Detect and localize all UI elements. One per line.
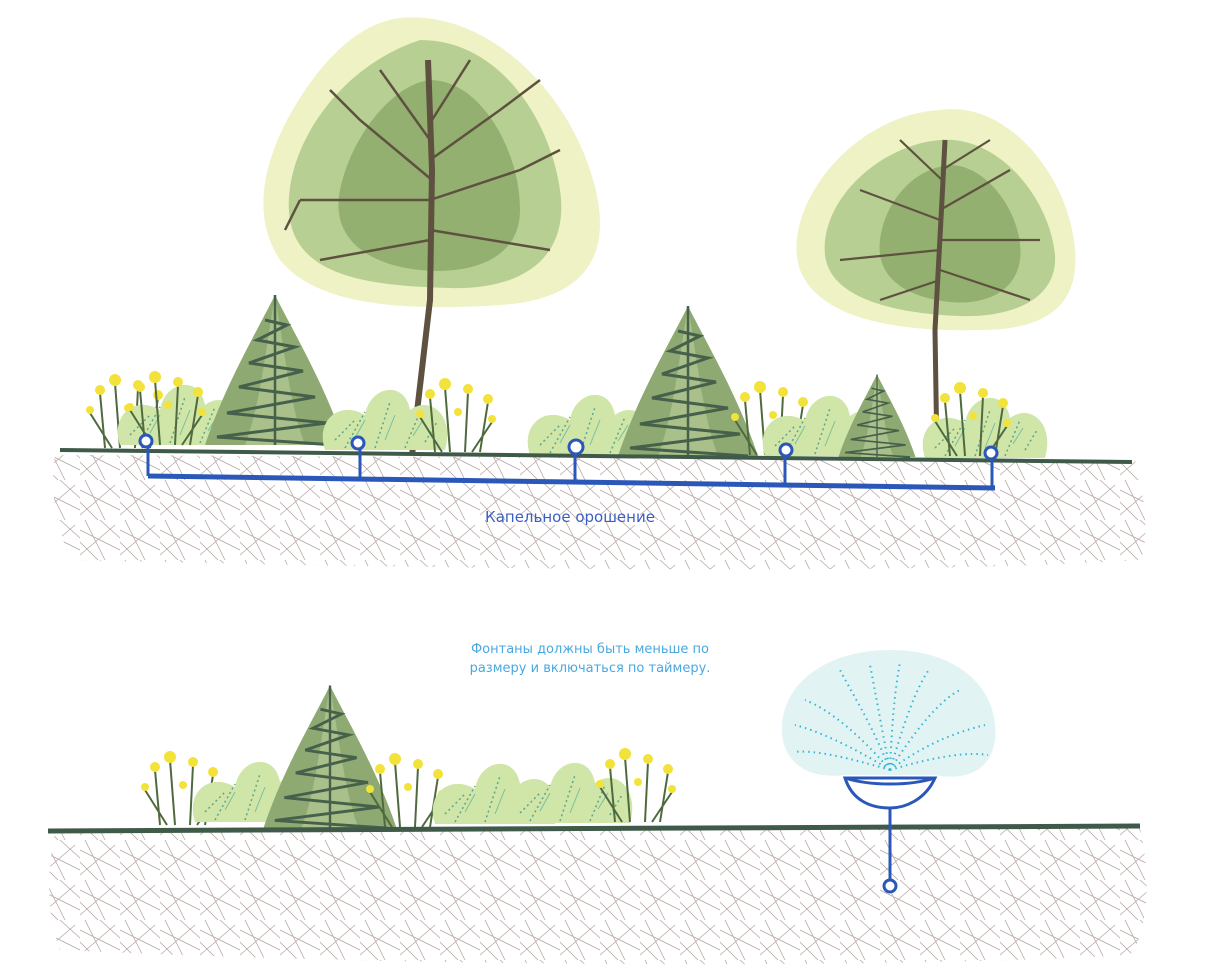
bottom-ground-line	[47, 823, 1141, 834]
fountain-note-line-2: размеру и включаться по таймеру.	[469, 661, 711, 676]
fountain	[781, 650, 996, 894]
drip-emitter	[983, 445, 999, 461]
bottom-plants	[140, 684, 677, 830]
drip-emitter	[138, 433, 154, 449]
fountain-spray	[794, 661, 989, 771]
large-tree-right	[796, 109, 1076, 459]
fountain-note-line-1: Фонтаны должны быть меньше по	[470, 642, 710, 657]
top-soil	[53, 455, 1146, 570]
drip-irrigation-label: Капельное орошение	[485, 508, 655, 526]
drip-emitter	[778, 442, 794, 458]
drip-emitter	[350, 435, 366, 451]
top-ground-line	[59, 448, 1133, 464]
drip-emitter	[567, 438, 585, 456]
bottom-soil	[49, 828, 1147, 965]
fountain-note: Фонтаны должны быть меньше по размеру и …	[430, 640, 750, 678]
large-tree-left	[263, 17, 600, 456]
drip-irrigation-pipe	[146, 446, 996, 491]
